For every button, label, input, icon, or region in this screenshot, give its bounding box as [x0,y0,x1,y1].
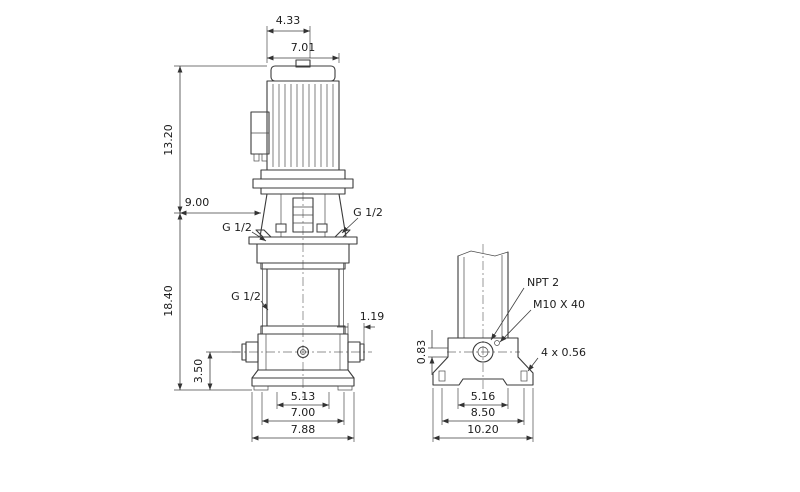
dim-motor-cap-width: 4.33 [276,14,301,27]
leader-bolt-spec [499,309,532,343]
stud-nut-right [316,223,328,233]
flange-bolt-hole [494,340,500,346]
dim-flange-height: 0.83 [415,340,428,365]
front-view-dimensions: 4.33 7.01 13.20 9.00 18.40 3.50 1.19 G 1… [162,14,384,442]
pump-head [248,229,358,264]
dim-port-width: 5.16 [471,390,496,403]
pump-column [457,250,509,339]
plug-left-label: G 1/2 [222,221,252,234]
staybolts [262,263,344,334]
front-view: 4.33 7.01 13.20 9.00 18.40 3.50 1.19 G 1… [162,14,384,442]
gauge-plug-hole [300,349,306,355]
dim-motor-width: 7.01 [291,41,316,54]
stool-top-plate [260,187,346,195]
baseplate [251,377,355,387]
base-outline [432,337,534,386]
port-boss-circle [472,341,494,363]
column-walls [457,251,509,339]
chamber-stack [260,262,346,335]
port-thread-label: NPT 2 [527,276,559,289]
leader-hole-spec [527,357,539,372]
side-view: 0.83 NPT 2 M10 X 40 4 x 0.56 5.16 8.50 1… [415,244,586,442]
plug-drain-label: G 1/2 [231,290,261,303]
side-view-dimensions: 0.83 NPT 2 M10 X 40 4 x 0.56 5.16 8.50 1… [415,276,586,442]
discharge-port-face [359,343,365,361]
foot-pad-left [253,385,269,391]
leader-port-thread [490,287,525,341]
cable-gland-right [261,153,268,162]
dim-port-height: 3.50 [192,359,205,384]
motor-fan-cover [270,65,336,82]
motor-adapter-plate [252,178,354,189]
column-break-line [457,250,509,257]
motor-cooling-fins [272,84,334,167]
pump-base [241,333,365,391]
base-wall-lines [265,334,341,370]
leader-plug-left [251,231,267,242]
gauge-plug-boss [296,345,310,359]
leader-plug-right [341,217,359,234]
bolt-slot-right [520,370,528,382]
vent-plug-stub-right [334,229,351,238]
coupling-split-lines [293,206,313,224]
leader-plug-drain [260,300,269,311]
dim-foot-width: 7.00 [291,406,316,419]
bolt-spec-label: M10 X 40 [533,298,585,311]
port-bore-circle [477,346,489,358]
column-inner-walls [463,255,503,338]
motor [250,59,354,189]
foot-pad-right [337,385,353,391]
dim-inner-width: 5.13 [291,390,316,403]
side-base [432,337,534,386]
stud-nut-left [275,223,287,233]
dim-motor-height: 13.20 [162,124,175,156]
hole-spec-label: 4 x 0.56 [541,346,586,359]
dim-base-length: 10.20 [467,423,499,436]
base-flare [251,369,355,379]
cable-gland-left [253,153,260,162]
dim-base-width: 7.88 [291,423,316,436]
plug-right-label: G 1/2 [353,206,383,219]
bolt-slot-left [438,370,446,382]
motor-flange [260,169,346,180]
dim-bolt-spacing: 8.50 [471,406,496,419]
dim-port-protrusion: 1.19 [360,310,385,323]
dim-head-width: 9.00 [185,196,210,209]
dim-pump-height: 18.40 [162,285,175,317]
suction-port-face [241,343,247,361]
